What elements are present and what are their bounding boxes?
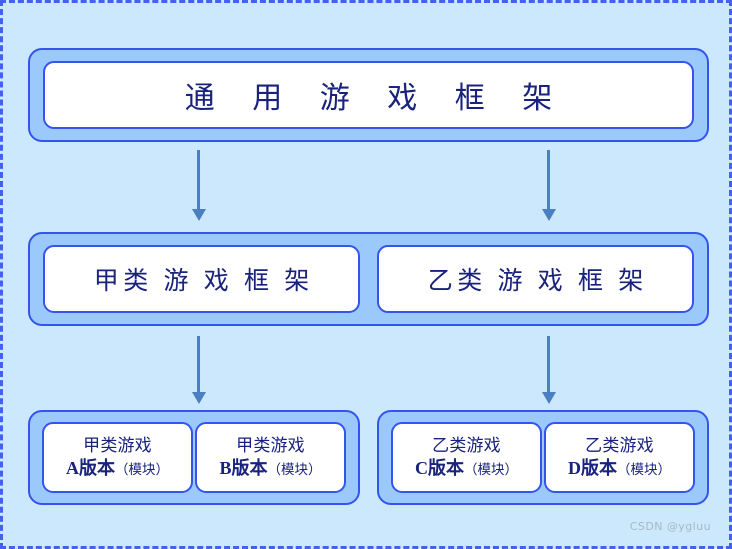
arrow-category-to-version-left bbox=[197, 336, 200, 393]
group-category-frameworks: 甲类 游 戏 框 架 乙类 游 戏 框 架 bbox=[28, 232, 709, 326]
node-universal-game-framework: 通 用 游 戏 框 架 bbox=[43, 61, 694, 129]
arrow-root-to-category-left bbox=[197, 150, 200, 210]
node-version-a-line2: A版本（模块） bbox=[66, 457, 169, 480]
node-version-b-line2: B版本（模块） bbox=[219, 457, 321, 480]
node-version-b-version: B版本 bbox=[219, 457, 268, 478]
node-version-b-line1: 甲类游戏 bbox=[236, 435, 305, 455]
arrow-category-to-version-right bbox=[547, 336, 550, 393]
node-category-a-framework: 甲类 游 戏 框 架 bbox=[43, 245, 360, 313]
node-version-d: 乙类游戏 D版本（模块） bbox=[544, 422, 695, 493]
node-version-a-version: A版本 bbox=[66, 457, 115, 478]
node-version-b-suffix: （模块） bbox=[267, 461, 322, 477]
node-version-c-line2: C版本（模块） bbox=[415, 457, 518, 480]
group-category-a-versions: 甲类游戏 A版本（模块） 甲类游戏 B版本（模块） bbox=[28, 410, 360, 505]
node-version-d-line1: 乙类游戏 bbox=[585, 435, 654, 455]
node-category-b-framework: 乙类 游 戏 框 架 bbox=[377, 245, 694, 313]
node-version-d-suffix: （模块） bbox=[617, 461, 671, 477]
group-root-framework: 通 用 游 戏 框 架 bbox=[28, 48, 709, 142]
node-version-b: 甲类游戏 B版本（模块） bbox=[195, 422, 346, 493]
node-version-a-line1: 甲类游戏 bbox=[83, 435, 152, 455]
node-version-c: 乙类游戏 C版本（模块） bbox=[391, 422, 542, 493]
node-version-c-suffix: （模块） bbox=[464, 461, 518, 477]
node-version-a-suffix: （模块） bbox=[115, 461, 169, 477]
arrow-root-to-category-right bbox=[547, 150, 550, 210]
node-version-c-version: C版本 bbox=[415, 457, 464, 478]
node-version-c-line1: 乙类游戏 bbox=[432, 435, 501, 455]
node-version-a: 甲类游戏 A版本（模块） bbox=[42, 422, 193, 493]
node-version-d-line2: D版本（模块） bbox=[568, 457, 671, 480]
group-category-b-versions: 乙类游戏 C版本（模块） 乙类游戏 D版本（模块） bbox=[377, 410, 709, 505]
watermark: CSDN @ygluu bbox=[629, 520, 711, 533]
node-version-d-version: D版本 bbox=[568, 457, 617, 478]
